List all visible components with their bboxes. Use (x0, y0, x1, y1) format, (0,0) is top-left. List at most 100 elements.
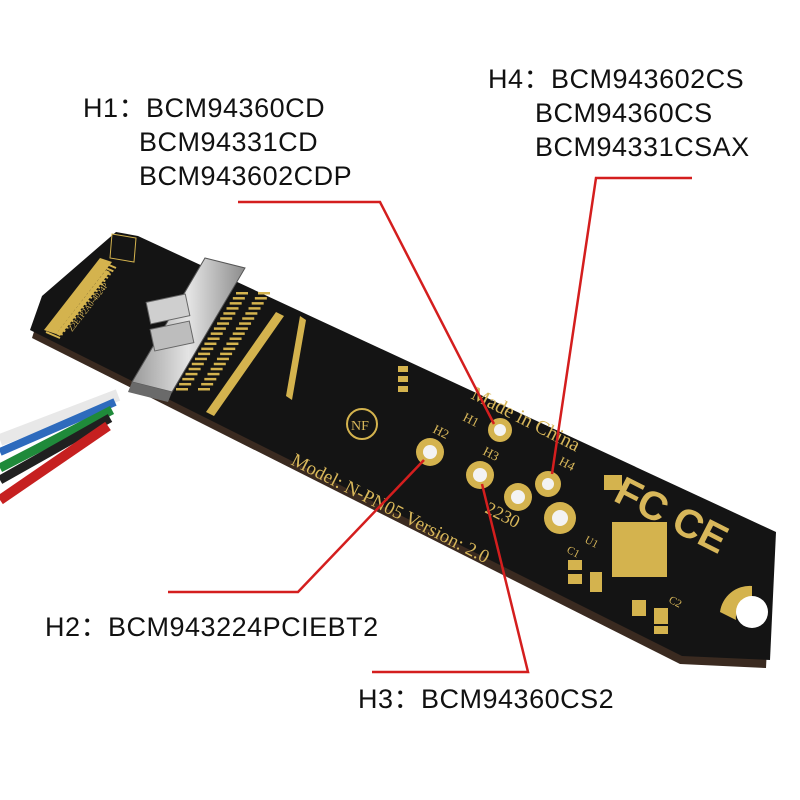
connector-pin (198, 352, 211, 356)
connector-pin (251, 302, 264, 305)
connector-pin (201, 347, 214, 351)
callout-h4: H4：BCM943602CS BCM94360CS BCM94331CSAX (488, 62, 750, 164)
edge-finger (74, 294, 90, 303)
connector-pin (182, 377, 195, 381)
callout-h4-prefix: H4： (488, 64, 552, 94)
connector-pin (226, 307, 239, 310)
edge-finger (101, 261, 117, 269)
leader-lines (168, 176, 692, 674)
connector-pin (204, 342, 217, 346)
connector-pin (188, 367, 201, 371)
connector-pin (226, 342, 239, 346)
callout-h3-prefix: H3： (358, 684, 422, 714)
edge-finger (61, 311, 77, 319)
connector-pin (213, 362, 226, 366)
connector-pin (217, 322, 230, 325)
mounting-holes (416, 418, 576, 534)
wire-black (0, 414, 113, 484)
connector-pin (245, 312, 258, 315)
connector-pin (207, 372, 220, 376)
component-label-u1: U1 (583, 534, 600, 551)
edge-finger (90, 274, 106, 283)
leader-h1 (238, 200, 496, 425)
connector-pin (213, 327, 226, 330)
hole-label-h1: H1 (461, 409, 482, 430)
edge-finger (66, 304, 82, 313)
connector-pin (210, 332, 223, 335)
connector-pin (229, 302, 242, 305)
callout-h4-model-1: BCM943602CS (551, 64, 745, 94)
connector-pin (204, 377, 217, 381)
gold-stripes (206, 312, 306, 416)
callout-h2-prefix: H2： (45, 612, 109, 642)
connector-pin (235, 327, 248, 330)
wire-white (0, 389, 121, 446)
connector-pin (239, 322, 252, 325)
leader-h4 (550, 176, 692, 475)
callout-h4-model-2: BCM94360CS (535, 98, 713, 128)
nf-logo-text: NF (351, 419, 369, 434)
pcb-board: NF Made in China Model: N-PN05 Version: … (30, 232, 776, 668)
hole-label-h2: H2 (431, 421, 452, 442)
connector-pin (220, 317, 233, 320)
connector-pin (236, 292, 248, 295)
edge-finger (80, 287, 96, 296)
connector-pin (185, 372, 198, 376)
connector-pin (254, 297, 267, 300)
connector-pin (216, 357, 229, 361)
connector-pin (242, 317, 255, 320)
wire-red (0, 421, 111, 505)
edge-finger (56, 317, 72, 326)
hole-label-h3: H3 (481, 443, 502, 464)
edge-finger (96, 267, 112, 276)
leader-h3 (372, 483, 530, 674)
connector-pin (207, 337, 220, 340)
connector-pin (248, 307, 261, 310)
connector-pin (179, 382, 192, 386)
wire-blue (0, 398, 117, 456)
edge-finger (88, 277, 104, 286)
callout-h3-model-1: BCM94360CS2 (421, 684, 615, 714)
connector-pin-rows (176, 292, 270, 391)
connector-pin (198, 388, 210, 391)
connector-pin (229, 337, 242, 340)
callout-h2: H2：BCM943224PCIEBT2 (45, 610, 379, 644)
edge-finger (82, 284, 98, 293)
edge-finger (98, 264, 114, 273)
pcb-surface (30, 232, 776, 660)
edge-finger (45, 331, 61, 339)
callout-h1-model-2: BCM94331CD (139, 127, 319, 157)
edge-finger (85, 281, 101, 289)
component-label-c2: C2 (667, 594, 684, 611)
callout-h1-model-3: BCM943602CDP (139, 161, 353, 191)
connector-pin (194, 357, 207, 361)
nf-logo: NF (346, 408, 378, 440)
edge-finger (69, 301, 85, 309)
callout-h1: H1：BCM94360CD BCM94331CD BCM943602CDP (83, 91, 352, 193)
callout-h2-model-1: BCM943224PCIEBT2 (108, 612, 379, 642)
callout-h1-prefix: H1： (83, 93, 147, 123)
callout-h3: H3：BCM94360CS2 (358, 682, 614, 716)
edge-finger (58, 314, 74, 323)
mounting-notch (720, 585, 752, 620)
connector-pin (191, 362, 204, 366)
connector-pin (176, 388, 188, 391)
cable-bundle (0, 389, 121, 505)
component-label-c1: C1 (565, 544, 582, 561)
connector-pin (201, 382, 214, 386)
connector-pin (232, 332, 245, 335)
callout-h1-model-1: BCM94360CD (146, 93, 326, 123)
callout-h4-model-3: BCM94331CSAX (535, 132, 750, 162)
smd-pads (398, 366, 668, 634)
connector-pin (258, 292, 270, 295)
connector-pin (210, 367, 223, 371)
leader-h2 (168, 459, 425, 594)
edge-finger (53, 321, 69, 329)
pcb-key-tab (109, 233, 137, 263)
hole-label-h4: H4 (557, 453, 578, 474)
edge-finger (72, 297, 88, 306)
connector-pin (223, 312, 236, 315)
edge-finger (48, 327, 64, 336)
connector-pin (220, 352, 233, 356)
